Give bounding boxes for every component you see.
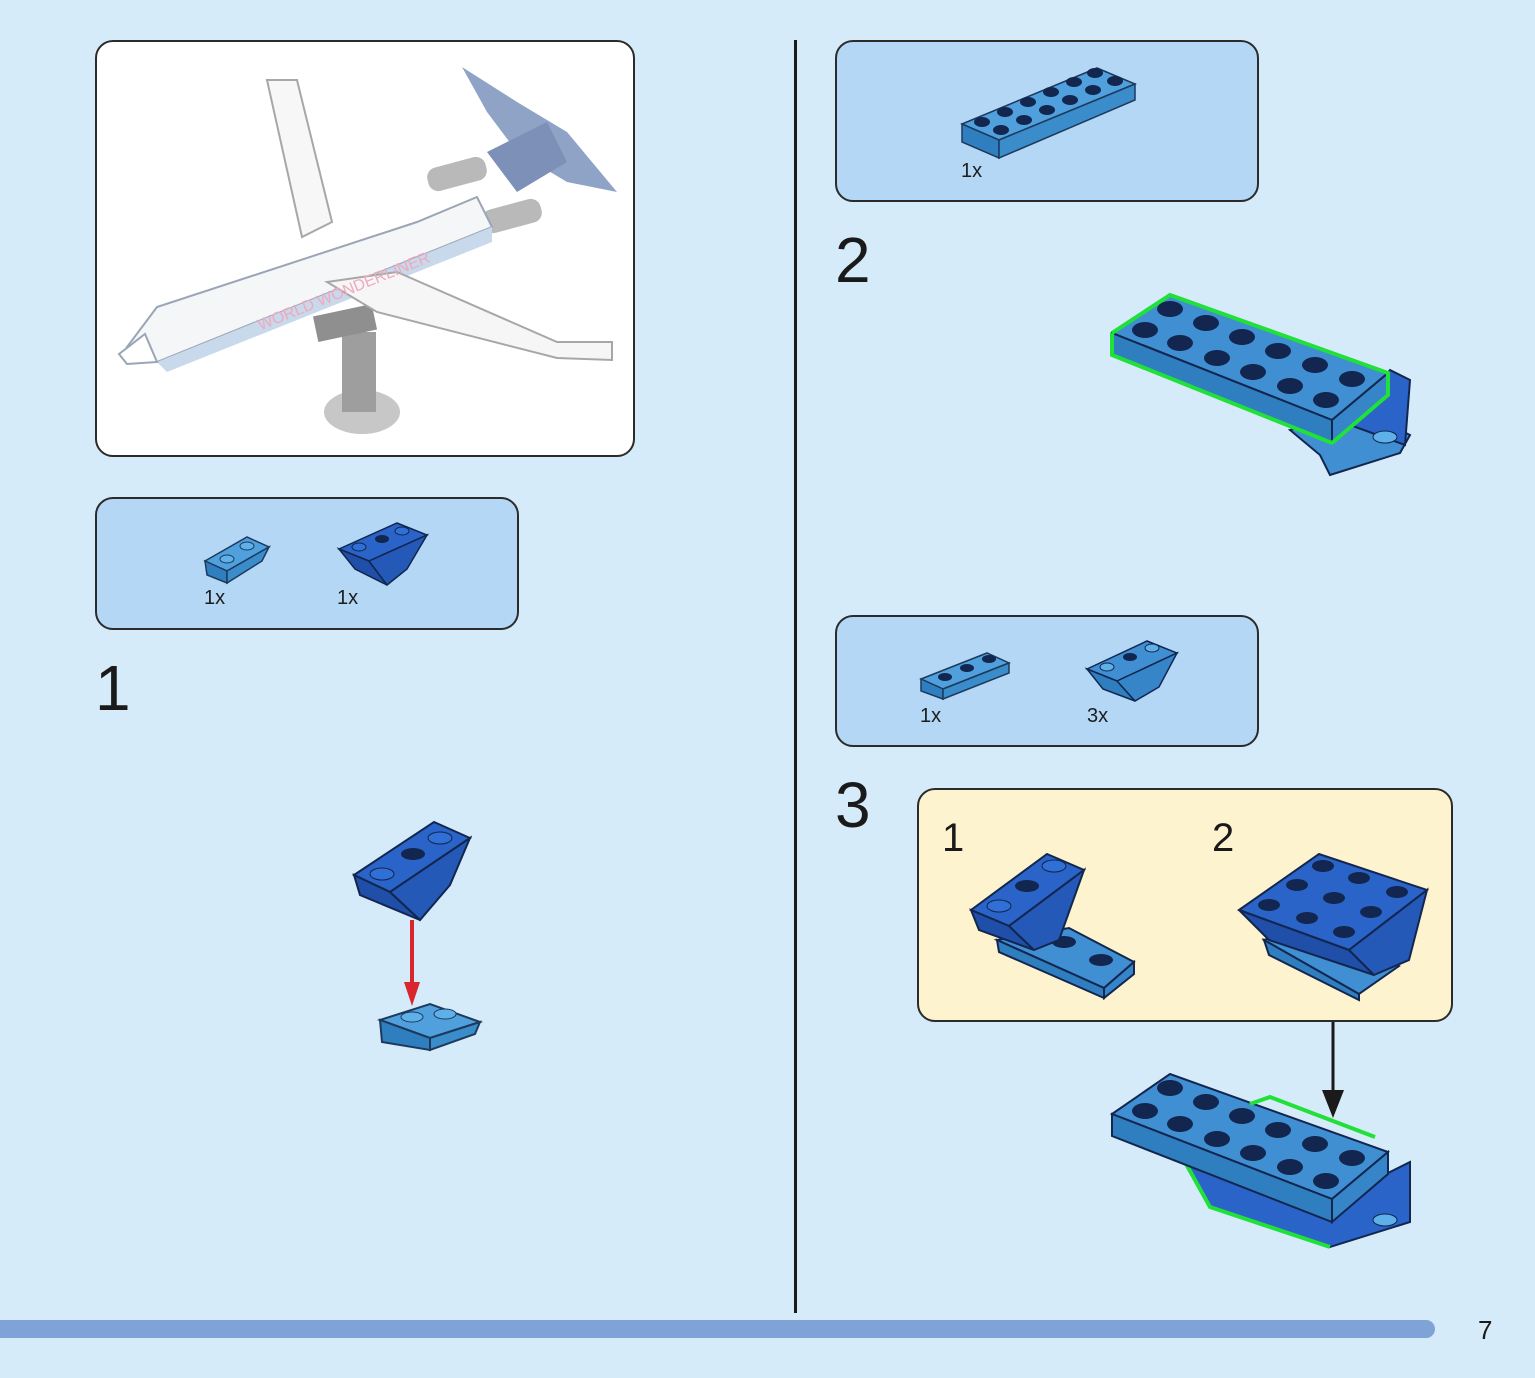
step2-assembly-illustration	[1109, 292, 1412, 477]
page-number: 7	[1478, 1315, 1493, 1345]
step1-assembly-illustration	[351, 820, 484, 1052]
progress-bar	[0, 1320, 1435, 1338]
part-quantity: 1x	[204, 587, 226, 609]
part-icon	[919, 652, 1011, 701]
step3-parts-list: 1x 3x	[835, 615, 1259, 747]
part-quantity: 3x	[1087, 705, 1109, 727]
part-quantity: 1x	[961, 160, 983, 182]
step3-parts-icons	[919, 640, 1179, 702]
substep-number: 2	[1212, 816, 1235, 860]
substep1-illustration	[968, 852, 1136, 1001]
page-divider	[794, 40, 797, 1313]
step-number: 2	[835, 224, 871, 296]
part-quantity: 1x	[920, 705, 942, 727]
part-icon	[336, 522, 429, 587]
step2-parts-list: 1x	[835, 40, 1259, 202]
step1-parts-icons	[203, 522, 429, 587]
substep-number: 1	[942, 816, 965, 860]
substep2-illustration	[1236, 852, 1430, 1002]
part-icon	[960, 67, 1137, 160]
step1-parts-list: 1x 1x	[95, 497, 519, 630]
part-icon	[203, 536, 271, 585]
step-number: 3	[835, 769, 871, 841]
substep-illustrations	[968, 852, 1430, 1002]
finished-model-preview: WORLD WONDERLINER	[95, 40, 635, 457]
substep-callout: 1 2	[917, 788, 1453, 1022]
part-quantity: 1x	[337, 587, 359, 609]
airplane-model-image: WORLD WONDERLINER	[117, 67, 617, 434]
part-icon	[1084, 640, 1179, 702]
step2-parts-icons	[960, 67, 1137, 160]
step-number: 1	[95, 652, 131, 724]
step3-assembly-illustration	[1109, 1022, 1411, 1249]
